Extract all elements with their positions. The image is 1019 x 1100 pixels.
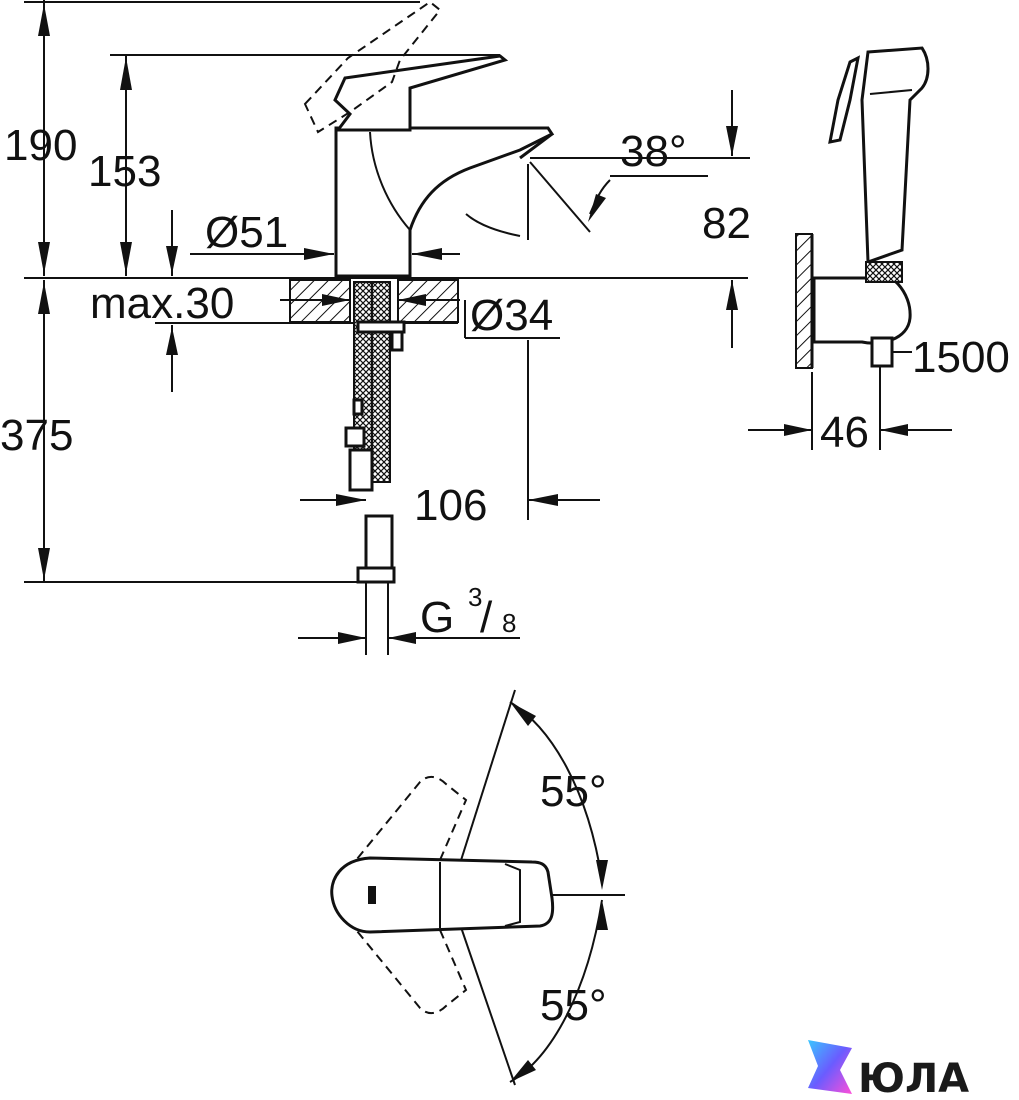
label-375: 375 — [0, 411, 73, 460]
hose-clip — [344, 426, 366, 448]
spout-angle-arc — [465, 213, 521, 237]
lever-swung-right — [345, 918, 468, 1014]
lever-swung-left — [345, 776, 468, 872]
fixing-nut — [356, 320, 406, 334]
wall-hatch — [795, 233, 813, 369]
mixer-top-view: 55° 55° — [330, 689, 625, 1086]
label-55-bottom: 55° — [540, 981, 607, 1030]
connector-nut — [356, 566, 396, 584]
shower-trigger — [828, 55, 861, 144]
label-46: 46 — [820, 408, 869, 457]
hose-end — [348, 448, 374, 492]
lever — [333, 54, 509, 132]
shower-head-band — [869, 89, 913, 95]
label-g-prefix: G — [420, 593, 454, 642]
logo-text: ЮЛА — [858, 1056, 969, 1100]
label-g-numerator: 3 — [468, 582, 482, 612]
label-82: 82 — [702, 199, 751, 248]
dim-38-spout-axis — [529, 161, 591, 233]
hand-shower-view: 1500 46 — [748, 46, 1010, 457]
lever-indicator — [368, 886, 376, 904]
label-153: 153 — [88, 147, 161, 196]
label-diam-34: Ø34 — [470, 291, 553, 340]
shower-nozzle-mesh — [865, 261, 903, 283]
body-contour — [369, 131, 411, 231]
label-38-deg: 38° — [620, 127, 687, 176]
label-g-slash: / — [480, 593, 493, 642]
label-106: 106 — [414, 481, 487, 530]
spout-tip — [519, 132, 553, 160]
label-g-denominator: 8 — [502, 608, 516, 638]
brand-logo: ЮЛА — [808, 1040, 969, 1100]
hose-connector — [870, 336, 894, 368]
label-1500: 1500 — [912, 333, 1010, 382]
label-55-top: 55° — [540, 767, 607, 816]
label-diam-51: Ø51 — [205, 208, 288, 257]
fixing-stud — [390, 330, 404, 352]
hose-fitting — [352, 398, 364, 416]
mixer-side-view: 190 153 Ø51 max.30 Ø34 38° 82 375 106 G … — [0, 0, 751, 655]
connector-body — [364, 514, 394, 570]
label-190: 190 — [4, 121, 77, 170]
logo-star-icon — [808, 1040, 852, 1094]
flexible-hose-right — [371, 281, 391, 483]
lever-tip-detail — [504, 863, 521, 927]
lever-open-position — [303, 0, 442, 134]
label-max30: max.30 — [90, 279, 234, 328]
lever-top — [330, 856, 555, 934]
shower-head — [860, 46, 930, 265]
